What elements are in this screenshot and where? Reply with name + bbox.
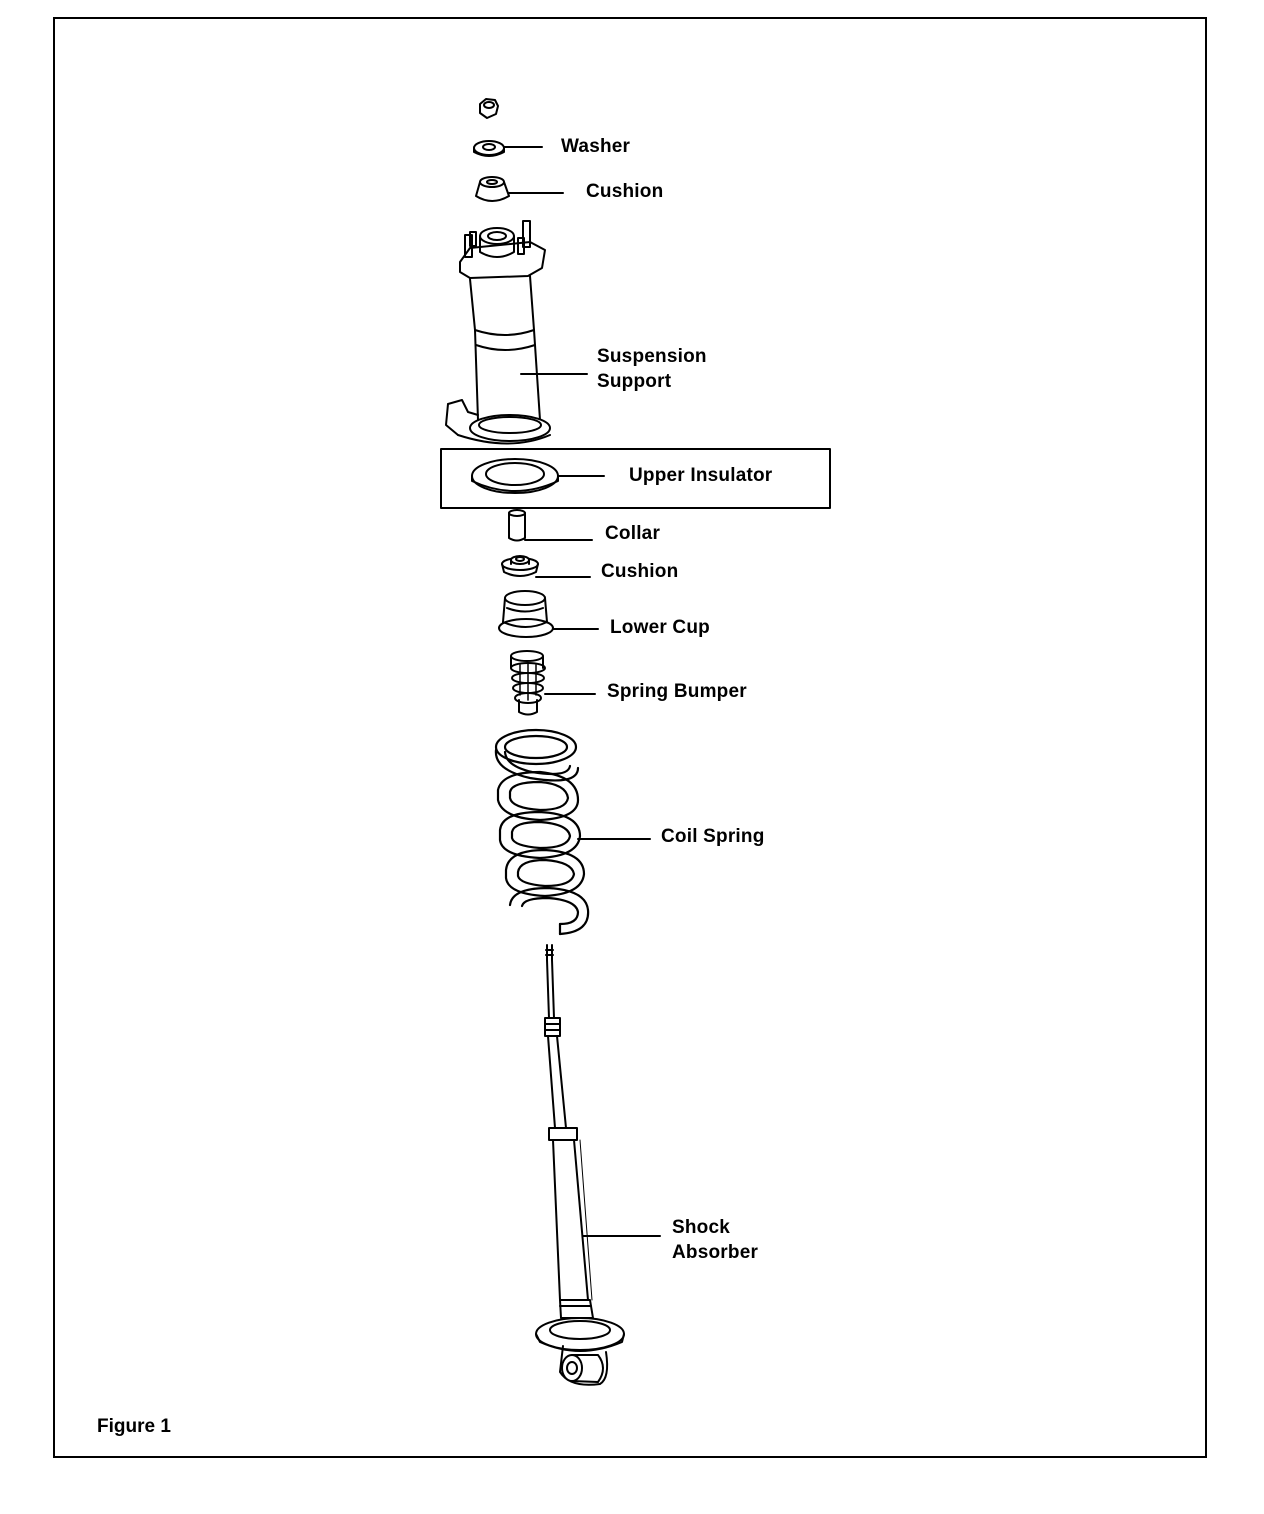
figure-caption: Figure 1 (97, 1416, 171, 1437)
cushion-lower-part (501, 555, 539, 577)
washer-part (473, 140, 505, 157)
coil-spring-label: Coil Spring (661, 826, 765, 847)
upper-insulator-part (471, 458, 559, 494)
cushion-lower-label: Cushion (601, 561, 679, 582)
upper-insulator-highlight-box (440, 448, 831, 509)
shock-absorber-part (535, 944, 625, 1386)
lower-cup-label: Lower Cup (610, 617, 710, 638)
lower-cup-part (498, 590, 554, 638)
cushion-top-label: Cushion (586, 181, 664, 202)
upper-insulator-label: Upper Insulator (629, 465, 773, 486)
collar-part (508, 509, 526, 542)
collar-label: Collar (605, 523, 661, 544)
spring-bumper-label: Spring Bumper (607, 681, 747, 702)
suspension-support-part (445, 220, 551, 445)
figure-frame (53, 17, 1207, 1458)
cushion-top-part (475, 176, 510, 202)
suspension-support-label: Suspension Support (597, 346, 707, 392)
nut-part (479, 98, 499, 119)
washer-label: Washer (561, 136, 631, 157)
spring-bumper-part (510, 650, 546, 716)
shock-absorber-label: Shock Absorber (672, 1217, 759, 1263)
coil-spring-part (494, 728, 590, 936)
